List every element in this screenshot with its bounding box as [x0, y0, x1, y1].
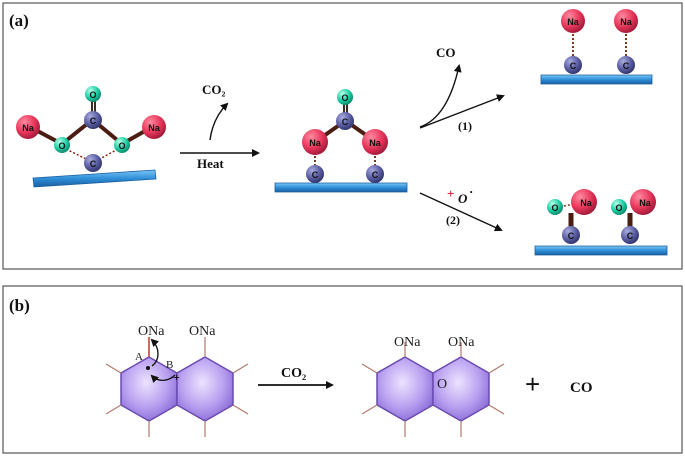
left-naphthalene: + [105, 337, 249, 437]
oxygen-radical-label: O [458, 191, 468, 206]
bottom-right-product: Na Na O O C C [534, 189, 668, 256]
point-a-label: A [135, 351, 143, 363]
path-2-arrow [419, 192, 503, 232]
surface-bottom-right [534, 245, 668, 256]
bond-h [361, 363, 378, 374]
atom-label: C [90, 116, 97, 126]
path-1-arrow [419, 94, 505, 129]
oxygen-atom [547, 199, 563, 215]
atom-label: C [90, 159, 97, 169]
product-co: CO [570, 380, 593, 396]
atom-label: Na [148, 123, 160, 133]
reaction-arrow-label: CO₂ [281, 366, 306, 381]
panel-a-label: (a) [9, 11, 29, 30]
oxygen-atom [611, 199, 627, 215]
point-b-label: B [166, 359, 173, 371]
atom-label: C [623, 61, 630, 71]
atom-label: C [342, 117, 349, 127]
bond-h [488, 363, 505, 374]
atom-label: C [627, 231, 634, 241]
carbon-atom [562, 226, 580, 244]
surface-top-right [540, 74, 653, 85]
bond-h [105, 363, 122, 374]
sodium-atom [571, 189, 597, 215]
carbon-atom [336, 112, 354, 130]
ring-oxygen-label: O [437, 377, 447, 392]
carbon-atom [84, 111, 102, 129]
surface-left [32, 169, 157, 188]
sodium-atom [614, 9, 638, 33]
carbon-atom [84, 154, 102, 172]
plus-mark: + [173, 370, 180, 384]
sodium-atom [561, 9, 585, 33]
sodium-atom [142, 115, 166, 139]
atom-label: O [89, 90, 96, 100]
atom-label: C [312, 170, 319, 180]
bond-h [232, 404, 249, 415]
atom-label: Na [309, 138, 321, 148]
left-ona-2: ONa [189, 324, 216, 339]
atom-label: O [551, 203, 558, 213]
atom-label: Na [580, 198, 592, 208]
top-right-product: Na Na C C [540, 9, 653, 85]
atom-label: Na [620, 17, 632, 27]
bond-h [361, 404, 378, 415]
co-label: CO [436, 45, 456, 60]
atom-label: O [615, 203, 622, 213]
hexagon-ring [176, 356, 234, 422]
oxygen-atom [54, 137, 70, 153]
carbon-atom [621, 226, 639, 244]
path-1-label: (1) [458, 119, 472, 133]
co-release-arrow [419, 64, 462, 128]
carbon-atom [617, 56, 635, 74]
bond-o-c-dotted-left [65, 148, 89, 161]
atom-label: C [570, 61, 577, 71]
bond-h [232, 363, 249, 374]
bond-o-c-dotted-right [97, 148, 119, 161]
bond-h [105, 404, 122, 415]
co2-release-arrow [209, 102, 229, 141]
co2-label: CO₂ [202, 82, 226, 97]
migration-arrow-b [150, 374, 176, 384]
atom-label: Na [567, 17, 579, 27]
carbon-atom [366, 165, 384, 183]
oxygen-atom [114, 137, 130, 153]
oxygen-atom [85, 86, 101, 102]
surface-middle [274, 182, 408, 193]
sodium-atom [630, 189, 656, 215]
oxygen-atom [337, 89, 353, 105]
plus-sign: + [525, 369, 540, 399]
sodium-atom [302, 129, 328, 155]
migration-arrow-a [150, 338, 160, 367]
atom-label: C [372, 170, 379, 180]
atom-label: O [341, 93, 348, 103]
right-naphthalene [361, 342, 505, 437]
left-ona-1: ONa [138, 324, 165, 339]
atom-label: C [568, 231, 575, 241]
oxygen-radical-dot: · [469, 184, 473, 199]
panel-a-frame [2, 2, 683, 270]
right-ona-1: ONa [394, 335, 421, 350]
left-carbonate-structure: O C Na Na O O C [16, 86, 166, 188]
atom-label: Na [22, 123, 34, 133]
sodium-atom [362, 129, 388, 155]
carbon-atom [564, 56, 582, 74]
hexagon-ring [376, 356, 434, 422]
sodium-atom [16, 115, 40, 139]
oxygen-plus-sign: + [447, 186, 454, 201]
bond-h [488, 404, 505, 415]
panel-b-label: (b) [9, 296, 30, 315]
right-ona-2: ONa [448, 335, 475, 350]
heat-label: Heat [197, 156, 224, 171]
carbon-atom [306, 165, 324, 183]
atom-label: O [118, 141, 125, 151]
atom-label: O [58, 141, 65, 151]
panel-b-frame [2, 285, 683, 454]
middle-structure: O C Na Na C C [274, 89, 408, 193]
path-2-label: (2) [446, 213, 460, 227]
atom-label: Na [639, 198, 651, 208]
electron-dot [146, 366, 150, 370]
atom-label: Na [369, 138, 381, 148]
